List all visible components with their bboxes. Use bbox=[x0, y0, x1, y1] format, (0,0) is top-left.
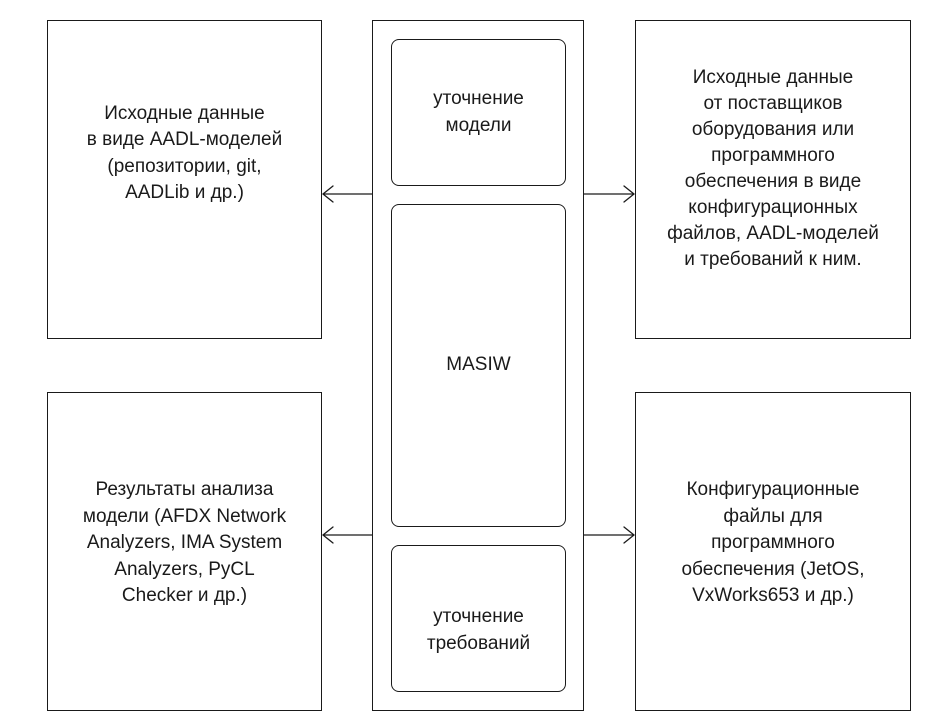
right-bottom-box: Конфигурационные файлы для программного … bbox=[635, 392, 911, 711]
arrow-to-left-top bbox=[322, 185, 373, 203]
requirements-refinement-box: уточнение требований bbox=[391, 545, 566, 692]
right-top-text: Исходные данные от поставщиков оборудова… bbox=[667, 66, 879, 270]
arrow-to-right-bottom bbox=[583, 526, 635, 544]
masiw-core-box: MASIW bbox=[391, 204, 566, 527]
arrow-to-right-top bbox=[583, 185, 635, 203]
masiw-label: MASIW bbox=[446, 354, 511, 376]
left-top-box: Исходные данные в виде AADL-моделей (реп… bbox=[47, 20, 322, 339]
model-refinement-box: уточнение модели bbox=[391, 39, 566, 186]
left-bottom-text: Результаты анализа модели (AFDX Network … bbox=[82, 479, 287, 607]
arrow-to-left-bottom bbox=[322, 526, 373, 544]
requirements-refinement-text: уточнение требований bbox=[426, 606, 531, 654]
left-top-text: Исходные данные в виде AADL-моделей (реп… bbox=[86, 102, 283, 204]
right-bottom-text: Конфигурационные файлы для программного … bbox=[681, 479, 865, 607]
left-bottom-box: Результаты анализа модели (AFDX Network … bbox=[47, 392, 322, 711]
model-refinement-text: уточнение модели bbox=[433, 88, 524, 136]
right-top-box: Исходные данные от поставщиков оборудова… bbox=[635, 20, 911, 339]
